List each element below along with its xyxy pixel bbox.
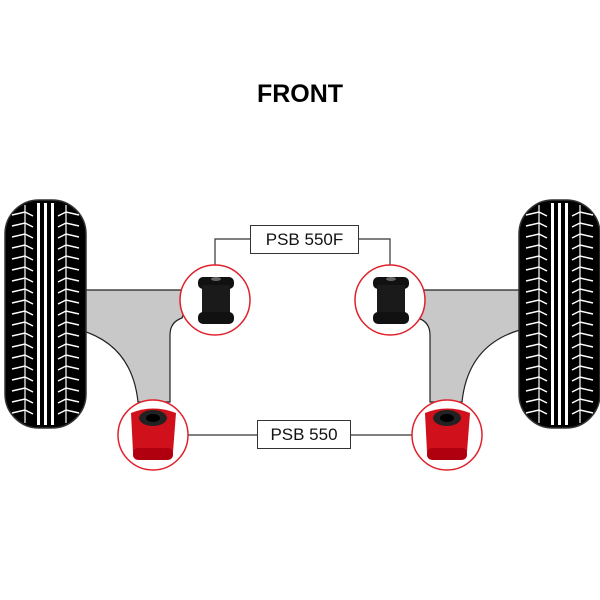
label-psb-550: PSB 550 bbox=[257, 420, 351, 449]
left-tire bbox=[4, 199, 87, 429]
bushing-upper-left[interactable] bbox=[179, 264, 251, 336]
connector-lines bbox=[188, 238, 412, 436]
left-control-arm bbox=[79, 289, 193, 403]
right-tire bbox=[518, 199, 600, 429]
bushing-lower-left[interactable] bbox=[117, 399, 189, 471]
page-title: FRONT bbox=[256, 80, 344, 108]
bushing-upper-right[interactable] bbox=[354, 264, 426, 336]
bushing-lower-right[interactable] bbox=[411, 399, 483, 471]
label-psb-550f: PSB 550F bbox=[250, 225, 359, 254]
right-control-arm bbox=[407, 289, 521, 403]
